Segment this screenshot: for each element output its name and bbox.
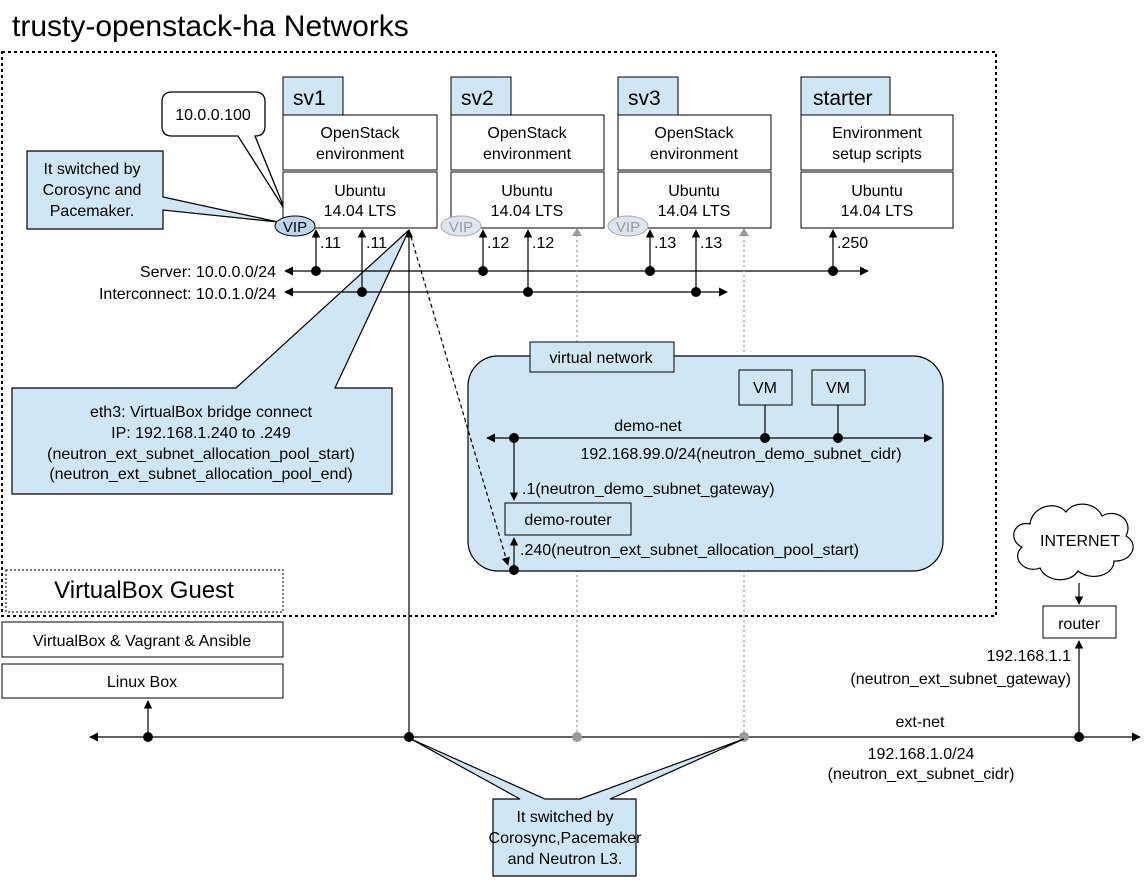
svg-text:VIP: VIP — [449, 219, 473, 236]
os-line-2: 14.04 LTS — [658, 203, 731, 220]
internet-label: INTERNET — [1040, 533, 1120, 550]
eth3-line-4: (neutron_ext_subnet_allocation_pool_end) — [49, 466, 352, 483]
sv3-uplink-arrow — [739, 228, 749, 236]
network-nodes — [311, 266, 838, 297]
os-line-1: Ubuntu — [668, 183, 720, 200]
sv2-ext-node — [572, 732, 582, 742]
app-line-1: OpenStack — [487, 125, 567, 142]
svg-text:VIP: VIP — [616, 219, 640, 236]
diagram-title: trusty-openstack-ha Networks — [12, 10, 409, 43]
server-sv1: sv1 OpenStack environment Ubuntu 14.04 L… — [282, 76, 438, 229]
internet-cloud — [1013, 503, 1134, 581]
server-network-label: Server: 10.0.0.0/24 — [140, 264, 276, 281]
os-line-2: 14.04 LTS — [841, 203, 914, 220]
starter-server-ip: .250 — [837, 235, 868, 252]
app-line-2: environment — [483, 146, 572, 163]
vm-box-1 — [738, 369, 793, 406]
os-line-1: Ubuntu — [334, 183, 386, 200]
os-line-1: Ubuntu — [501, 183, 553, 200]
server-name: sv2 — [461, 87, 494, 110]
server-name: sv3 — [628, 87, 661, 110]
app-line-1: Environment — [832, 125, 922, 142]
l3-callout-line-1: It switched by — [517, 809, 614, 826]
router-ext-net-node — [1074, 732, 1084, 742]
router-label: router — [1058, 616, 1100, 633]
os-line-2: 14.04 LTS — [324, 203, 397, 220]
eth3-callout: eth3: VirtualBox bridge connect IP: 192.… — [11, 229, 410, 495]
router-box — [1042, 605, 1117, 639]
vip-switch-callout: It switched by Corosync and Pacemaker. — [26, 150, 279, 230]
os-line-1: Ubuntu — [851, 183, 903, 200]
ext-net-cidr-note: (neutron_ext_subnet_cidr) — [828, 766, 1015, 783]
eth3-line-1: eth3: VirtualBox bridge connect — [90, 404, 313, 421]
host-layer-virtualbox — [1, 621, 284, 658]
svg-text:VIP: VIP — [283, 219, 307, 236]
app-line-2: environment — [316, 146, 405, 163]
app-line-2: setup scripts — [832, 146, 922, 163]
sv2-server-ip: .12 — [487, 235, 509, 252]
sv2-uplink-arrow — [572, 228, 582, 236]
server-connections — [311, 229, 838, 292]
eth3-line-2: IP: 192.168.1.240 to .249 — [111, 425, 291, 442]
vip-address-callout: 10.0.0.100 — [161, 91, 286, 211]
sv1-interconnect-ip: .11 — [366, 235, 387, 252]
vip-address: 10.0.0.100 — [175, 107, 251, 124]
app-line-1: OpenStack — [320, 125, 400, 142]
gateway-note: (neutron_ext_subnet_gateway) — [850, 671, 1071, 688]
l3-callout-line-3: and Neutron L3. — [508, 851, 623, 868]
server-name: sv1 — [293, 87, 326, 110]
vip-sv2: VIP — [440, 215, 482, 237]
router-ext-node — [509, 565, 519, 575]
vip-callout-line-1: It switched by — [44, 161, 141, 178]
vm2-node — [833, 433, 843, 443]
app-line-2: environment — [650, 146, 739, 163]
app-line-1: OpenStack — [654, 125, 734, 142]
vip-callout-line-2: Corosync and — [43, 182, 142, 199]
l3-switch-callout: It switched by Corosync,Pacemaker and Ne… — [410, 738, 745, 877]
guest-label: VirtualBox Guest — [54, 577, 234, 604]
vip-sv1: VIP — [274, 215, 316, 237]
sv3-server-ip: .13 — [654, 235, 676, 252]
linux-box-node — [143, 732, 153, 742]
sv3-interconnect-ip: .13 — [700, 235, 722, 252]
vm-label-2: VM — [826, 380, 850, 397]
sv1-to-router-link — [408, 229, 510, 566]
vm1-node — [760, 433, 770, 443]
router-ext-ip: .240(neutron_ext_subnet_allocation_pool_… — [520, 542, 859, 559]
vip-sv3: VIP — [607, 215, 649, 237]
server-name: starter — [813, 87, 873, 110]
demo-net-label: demo-net — [614, 418, 682, 435]
gateway-ip: 192.168.1.1 — [986, 648, 1071, 665]
l3-callout-line-2: Corosync,Pacemaker — [489, 830, 643, 847]
vip-callout-line-3: Pacemaker. — [50, 203, 134, 220]
virtual-network-area — [467, 355, 944, 572]
eth3-line-3: (neutron_ext_subnet_allocation_pool_star… — [47, 446, 355, 463]
host-layer-linux — [1, 663, 284, 699]
interconnect-network-label: Interconnect: 10.0.1.0/24 — [99, 286, 276, 303]
demo-gateway-label: .1(neutron_demo_subnet_gateway) — [522, 481, 775, 498]
server-sv2: sv2 OpenStack environment Ubuntu 14.04 L… — [450, 76, 605, 229]
server-sv3: sv3 OpenStack environment Ubuntu 14.04 L… — [617, 76, 772, 229]
ext-net-cidr: 192.168.1.0/24 — [868, 746, 975, 763]
virtual-network-label: virtual network — [549, 350, 653, 367]
demo-net-cidr: 192.168.99.0/24(neutron_demo_subnet_cidr… — [580, 446, 901, 463]
os-line-2: 14.04 LTS — [491, 203, 564, 220]
ext-net-label: ext-net — [896, 714, 945, 731]
host-layer-virtualbox-label: VirtualBox & Vagrant & Ansible — [33, 633, 251, 650]
virtual-network-tab — [529, 341, 675, 373]
guest-label-box — [5, 569, 284, 613]
sv1-server-ip: .11 — [320, 235, 341, 252]
vm-label-1: VM — [753, 380, 777, 397]
host-layer-linux-label: Linux Box — [107, 674, 177, 691]
demo-router-box — [504, 502, 632, 536]
sv2-interconnect-ip: .12 — [532, 235, 554, 252]
server-starter: starter Environment setup scripts Ubuntu… — [800, 76, 954, 229]
demo-router-label: demo-router — [524, 512, 612, 529]
virtualbox-guest-boundary — [1, 51, 997, 617]
